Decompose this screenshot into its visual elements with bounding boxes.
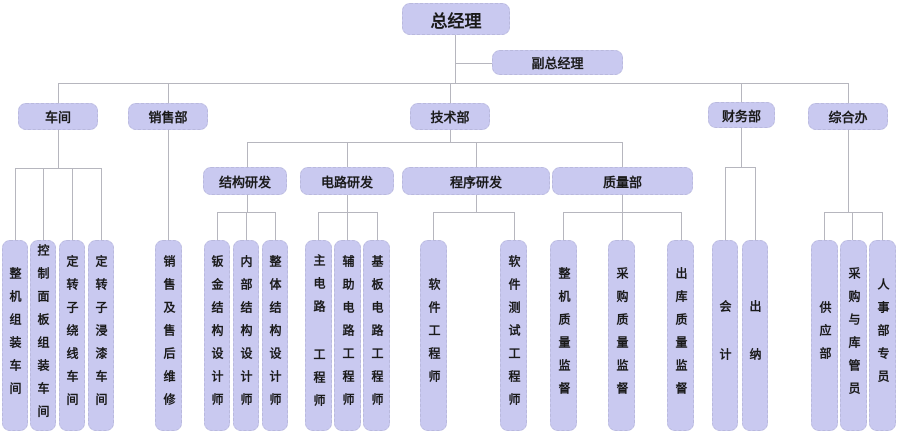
connector-line <box>681 212 682 240</box>
node-leaf-software-test-engineer: 软件测试工程师 <box>500 240 527 431</box>
node-leaf-purchasing-quality-supervisor: 采购质量监督 <box>608 240 635 431</box>
connector-line <box>476 142 477 167</box>
node-leaf-software-engineer: 软件工程师 <box>420 240 447 431</box>
node-leaf-whole-machine-quality-supervisor: 整机质量监督 <box>550 240 577 431</box>
connector-line <box>58 83 59 103</box>
connector-line <box>514 212 515 240</box>
connector-line <box>72 168 73 240</box>
node-leaf-control-panel-assembly-workshop: 控制面板组装车间 <box>30 240 56 431</box>
connector-line <box>433 212 434 240</box>
connector-line <box>725 167 755 168</box>
connector-line <box>217 212 218 240</box>
connector-line <box>476 195 477 212</box>
node-general-manager: 总经理 <box>402 3 510 35</box>
connector-line <box>450 130 451 142</box>
node-leaf-hr-specialist: 人事部专员 <box>869 240 896 431</box>
node-leaf-stator-rotor-dipping-workshop: 定转子浸漆车间 <box>88 240 114 431</box>
connector-line <box>15 168 101 169</box>
node-leaf-internal-structure-designer: 内部结构设计师 <box>233 240 259 431</box>
connector-line <box>247 142 248 167</box>
connector-line <box>824 212 825 240</box>
connector-line <box>848 130 849 212</box>
node-leaf-cashier: 出 纳 <box>742 240 768 431</box>
node-subdept-circuit-rnd: 电路研发 <box>300 167 394 195</box>
node-leaf-auxiliary-circuit-engineer: 辅助电路工程师 <box>334 240 361 431</box>
node-subdept-structure-rnd: 结构研发 <box>203 167 287 195</box>
connector-line <box>848 83 849 103</box>
connector-line <box>450 83 451 103</box>
connector-line <box>882 212 883 240</box>
node-dept-technology: 技术部 <box>410 103 490 130</box>
connector-line <box>741 83 742 102</box>
connector-line <box>455 63 492 64</box>
connector-line <box>347 212 348 240</box>
node-dept-workshop: 车间 <box>18 103 98 130</box>
node-leaf-baseboard-circuit-engineer: 基板电路工程师 <box>363 240 390 431</box>
connector-line <box>377 212 378 240</box>
connector-line <box>15 168 16 240</box>
connector-line <box>168 83 169 103</box>
connector-line <box>852 212 853 240</box>
connector-line <box>168 130 169 240</box>
connector-line <box>824 212 882 213</box>
connector-line <box>318 212 319 240</box>
node-subdept-program-rnd: 程序研发 <box>402 167 550 195</box>
connector-line <box>622 142 623 167</box>
connector-line <box>58 130 59 168</box>
node-subdept-quality: 质量部 <box>552 167 693 195</box>
node-leaf-main-circuit-engineer: 主电路 工程师 <box>305 240 332 431</box>
connector-line <box>347 195 348 212</box>
connector-line <box>563 212 564 240</box>
connector-line <box>58 83 848 84</box>
node-dept-sales: 销售部 <box>128 103 208 130</box>
connector-line <box>246 212 247 240</box>
node-leaf-sheet-metal-structure-designer: 钣金结构设计师 <box>204 240 230 431</box>
connector-line <box>455 35 456 83</box>
node-dept-finance: 财务部 <box>708 102 775 128</box>
connector-line <box>347 142 348 167</box>
node-leaf-supply-department: 供应部 <box>811 240 838 431</box>
connector-line <box>247 195 248 212</box>
node-leaf-purchasing-warehouse-keeper: 采购与库管员 <box>840 240 867 431</box>
node-leaf-outbound-quality-supervisor: 出库质量监督 <box>667 240 694 431</box>
connector-line <box>741 128 742 167</box>
connector-line <box>622 212 623 240</box>
node-leaf-whole-machine-assembly-workshop: 整机组装车间 <box>2 240 28 431</box>
connector-line <box>755 167 756 240</box>
connector-line <box>622 195 623 212</box>
connector-line <box>275 212 276 240</box>
connector-line <box>247 142 622 143</box>
node-deputy-general-manager: 副总经理 <box>492 50 623 75</box>
connector-line <box>725 167 726 240</box>
node-dept-general-office: 综合办 <box>808 103 888 130</box>
connector-line <box>433 212 514 213</box>
connector-line <box>101 168 102 240</box>
node-leaf-stator-rotor-winding-workshop: 定转子绕线车间 <box>59 240 85 431</box>
node-leaf-overall-structure-designer: 整体结构设计师 <box>262 240 288 431</box>
node-leaf-sales-after-sales-service: 销售及售后维修 <box>155 240 182 431</box>
node-leaf-accountant: 会 计 <box>712 240 738 431</box>
connector-line <box>43 168 44 240</box>
